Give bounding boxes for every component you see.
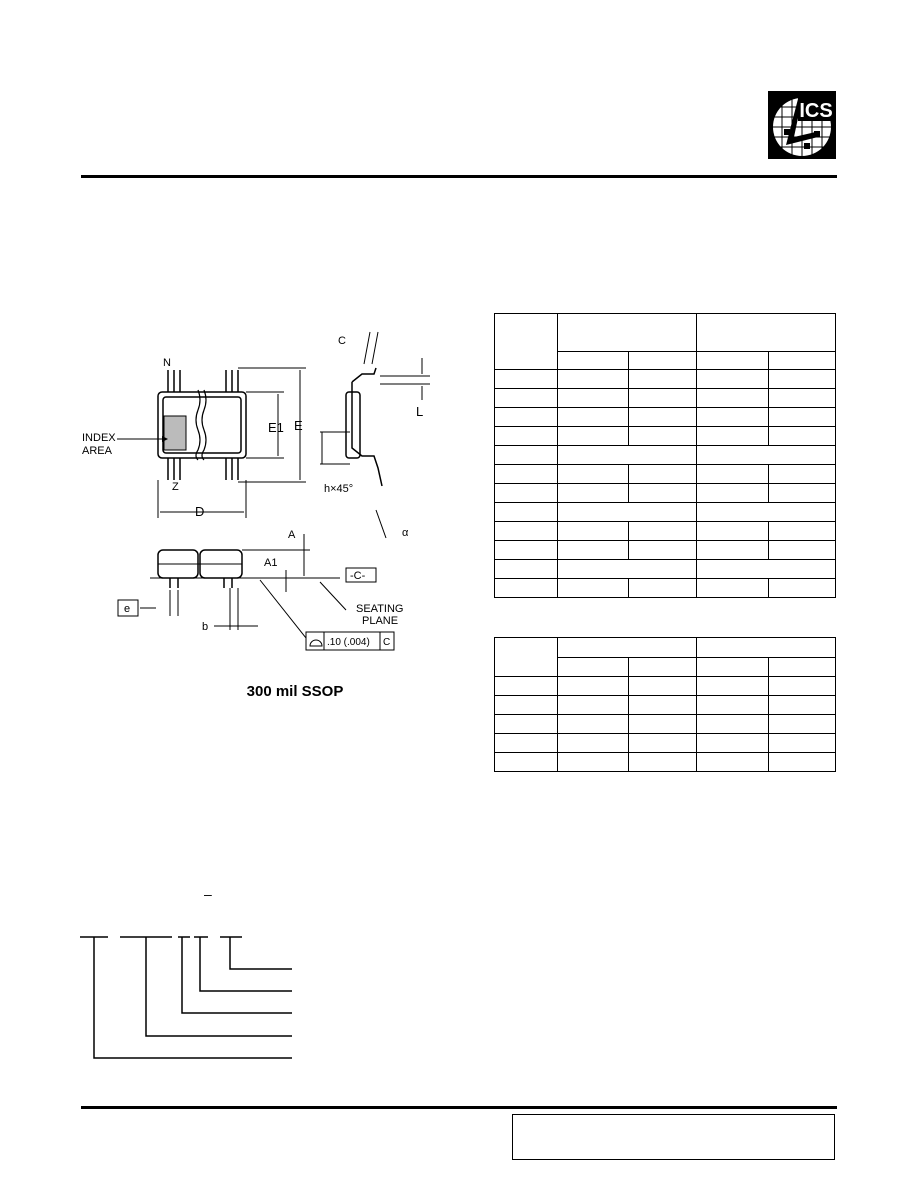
pin-n-label: N (163, 357, 171, 369)
table-row (494, 559, 836, 579)
table-header-cell (557, 313, 697, 352)
table-subheader-cell (768, 657, 836, 677)
variations-table (494, 637, 836, 772)
table-row (494, 676, 836, 696)
footer-rule (81, 1106, 837, 1109)
table-row (494, 521, 836, 541)
table-row (494, 483, 836, 503)
table-row (494, 388, 836, 408)
package-drawing: INDEX AREA N Z D E1 E C L h×45° α (70, 320, 450, 660)
seating-plane-label-2: PLANE (362, 615, 398, 627)
a1-label: A1 (264, 557, 277, 569)
ics-logo-graphic: ICS (768, 91, 836, 159)
header-rule (81, 175, 837, 178)
h45-label: h×45° (324, 483, 353, 495)
table-subheader-cell (628, 657, 697, 677)
ics-logo: ICS (768, 91, 836, 159)
z-label: Z (172, 481, 179, 493)
table-row (494, 426, 836, 446)
footer-box (512, 1114, 835, 1160)
d-label: D (195, 504, 204, 519)
table-row (494, 714, 836, 734)
a-label: A (288, 529, 296, 541)
flatness-frame (305, 631, 395, 651)
table-row (494, 578, 836, 598)
overbar-mark: – (204, 886, 212, 902)
seating-plane-label: SEATING (356, 603, 403, 615)
table-row (494, 464, 836, 484)
table-header-cell (557, 637, 697, 658)
datum-c-label: -C- (350, 570, 366, 582)
e1-label: E1 (268, 420, 284, 435)
table-header-cell (696, 313, 836, 352)
table-row (494, 733, 836, 753)
table-subheader-cell (696, 351, 769, 370)
e-pitch-label: e (124, 603, 130, 615)
ordering-diagram: – (80, 885, 300, 1080)
index-area-label-2: AREA (82, 445, 113, 457)
index-area-label: INDEX (82, 432, 116, 444)
table-header-cell (494, 313, 558, 370)
flatness-datum: C (383, 637, 390, 648)
b-label: b (202, 621, 208, 633)
table-subheader-cell (768, 351, 836, 370)
index-area-hatch (163, 415, 187, 451)
table-row (494, 445, 836, 465)
table-row (494, 540, 836, 560)
flatness-value: .10 (.004) (327, 637, 370, 648)
table-row (494, 369, 836, 389)
table-row (494, 407, 836, 427)
e-label: E (294, 418, 303, 433)
side-view-profile (351, 367, 383, 487)
drawing-caption: 300 mil SSOP (246, 683, 344, 700)
table-subheader-cell (557, 657, 629, 677)
table-subheader-cell (628, 351, 697, 370)
table-row (494, 752, 836, 772)
table-row (494, 695, 836, 715)
svg-text:ICS: ICS (799, 100, 832, 122)
alpha-label: α (402, 527, 409, 539)
table-subheader-cell (557, 351, 629, 370)
c-label: C (338, 335, 346, 347)
dimensions-table (494, 313, 836, 598)
table-header-cell (696, 637, 836, 658)
table-header-cell (494, 637, 558, 677)
l-label: L (416, 404, 423, 419)
table-subheader-cell (696, 657, 769, 677)
table-row (494, 502, 836, 522)
